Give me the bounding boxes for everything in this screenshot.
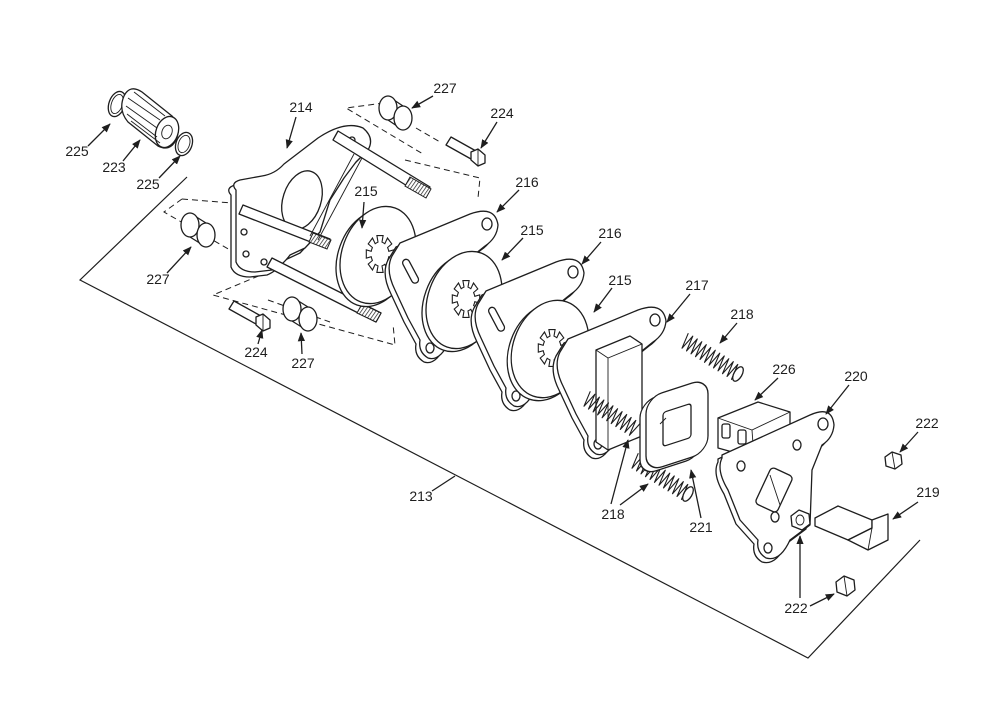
callout-labels: 227 224 214 225 223 225 216 215 215 216 … xyxy=(65,80,940,616)
end-plate xyxy=(228,124,372,278)
retaining-ring-right xyxy=(174,131,194,157)
spring-middle xyxy=(583,391,641,436)
bushing-top xyxy=(378,95,413,131)
callout-215-disc-3: 215 xyxy=(608,272,632,288)
splined-hub xyxy=(121,88,180,149)
nut-bottom xyxy=(835,575,856,597)
tie-rods xyxy=(238,130,432,323)
callout-222-nuts-bottom: 222 xyxy=(784,600,808,616)
callout-227-bushing-bottom: 227 xyxy=(291,355,315,371)
assembly-frame-bracket xyxy=(78,176,921,659)
callout-219-shim: 219 xyxy=(916,484,940,500)
armature-block xyxy=(595,335,643,451)
callout-225-ring-left: 225 xyxy=(65,143,89,159)
callout-214-end-plate: 214 xyxy=(289,99,313,115)
callout-220-flange: 220 xyxy=(844,368,868,384)
bushing-bottom xyxy=(282,296,318,332)
nut-middle xyxy=(790,509,811,531)
callout-216-plate-1: 216 xyxy=(515,174,539,190)
spring-top xyxy=(681,332,744,382)
nut-top-right xyxy=(884,451,903,470)
leader-lines xyxy=(87,95,919,607)
callout-218-spring-top: 218 xyxy=(730,306,754,322)
callout-224-bolt-bottom: 224 xyxy=(244,344,268,360)
field-coil xyxy=(639,381,709,473)
callout-215-disc-1: 215 xyxy=(354,183,378,199)
callout-224-bolt-top: 224 xyxy=(490,105,514,121)
callout-227-bushing-top: 227 xyxy=(433,80,457,96)
callout-215-disc-2: 215 xyxy=(520,222,544,238)
callout-217-armature: 217 xyxy=(685,277,709,293)
callout-213-assembly: 213 xyxy=(409,488,433,504)
callout-225-ring-right: 225 xyxy=(136,176,160,192)
callout-227-bushing-left: 227 xyxy=(146,271,170,287)
shim-strip xyxy=(814,505,889,551)
bushing-left xyxy=(180,212,216,248)
callout-226-bracket: 226 xyxy=(772,361,796,377)
callout-221-coil: 221 xyxy=(689,519,713,535)
bolt-top xyxy=(445,136,486,167)
callout-223-hub: 223 xyxy=(102,159,126,175)
callout-218-springs-bottom: 218 xyxy=(601,506,625,522)
callout-216-plate-2: 216 xyxy=(598,225,622,241)
bolt-bottom xyxy=(228,300,271,332)
callout-222-nut-top: 222 xyxy=(915,415,939,431)
